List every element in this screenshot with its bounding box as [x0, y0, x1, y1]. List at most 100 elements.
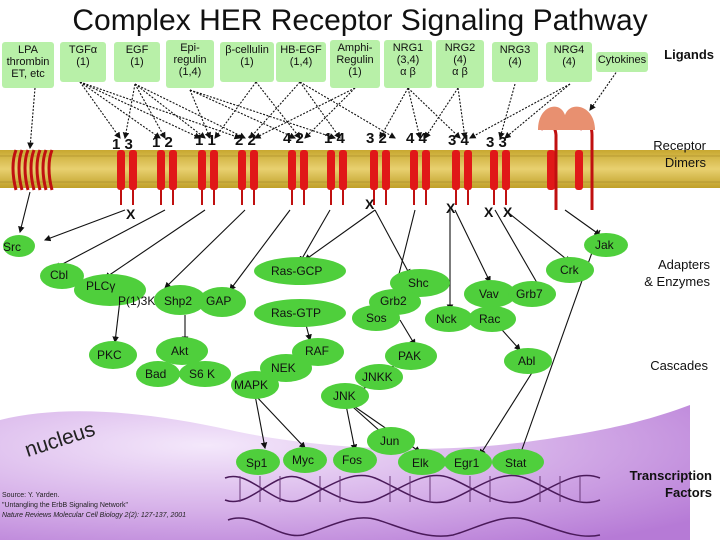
receptor-pair-1-4: 1 4	[324, 130, 345, 147]
protein-src: Src	[3, 240, 21, 254]
ligand-epiregulin: Epi- regulin (1,4)	[166, 40, 214, 88]
ligand-egf: EGF (1)	[114, 42, 160, 82]
protein-jak: Jak	[595, 238, 614, 252]
ligand-nrg3: NRG3 (4)	[492, 42, 538, 82]
label-adapters: Adapters & Enzymes	[620, 256, 710, 290]
ligand-nrg3-line1: NRG3	[499, 44, 531, 56]
ligand-nrg2-line3: α β	[452, 66, 468, 78]
protein-ovals	[3, 233, 628, 475]
receptor-pair-2-2: 2 2	[235, 132, 256, 149]
source-citation: Source: Y. Yarden. "Untangling the ErbB …	[2, 491, 186, 521]
receptor-tails	[120, 190, 507, 205]
protein-jnkk: JNKK	[362, 370, 393, 384]
protein-stat: Stat	[505, 456, 527, 470]
protein-vav: Vav	[479, 287, 499, 301]
protein-egr1: Egr1	[454, 456, 480, 470]
nucleus-region	[0, 405, 690, 540]
label-receptor-dimers: Receptor Dimers	[620, 137, 706, 171]
receptor-pair-4-4: 4 4	[406, 130, 427, 147]
protein-plcy: PLCγ	[86, 279, 116, 293]
ligand-hbegf-line1: HB-EGF	[280, 44, 322, 56]
ligand-nrg2: NRG2 (4) α β	[436, 40, 484, 88]
receptor-pair-1-2: 1 2	[152, 134, 173, 151]
gpcr-receptor	[11, 149, 54, 191]
inactive-x-4: X	[484, 204, 494, 220]
inactive-x-1: X	[126, 206, 136, 222]
ligand-lpa: LPA thrombin ET, etc	[2, 42, 54, 88]
protein-nek: NEK	[271, 361, 296, 375]
ligand-nrg2-line2: (4)	[453, 54, 467, 66]
receptor-pair-1-3: 1 3	[112, 136, 133, 153]
cytokine-receptor-head	[538, 106, 595, 130]
label-ligands: Ligands	[664, 47, 714, 62]
ligand-nrg1-line2: (3,4)	[396, 54, 420, 66]
receptor-pair-3-3: 3 3	[486, 134, 507, 151]
ligand-betacellulin-line2: (1)	[240, 56, 254, 68]
protein-crk: Crk	[560, 263, 579, 277]
protein-nck: Nck	[436, 312, 457, 326]
receptor-pair-3-2: 3 2	[366, 130, 387, 147]
protein-abl: Abl	[518, 354, 536, 368]
ligand-amphiregulin-line3: (1)	[348, 66, 362, 78]
ligand-cytokines-line1: Cytokines	[597, 54, 647, 66]
protein-rac: Rac	[479, 312, 501, 326]
receptor-pair-3-4: 3 4	[448, 132, 469, 149]
ligand-lpa-line3: ET, etc	[11, 68, 45, 80]
ligand-egf-line2: (1)	[130, 56, 144, 68]
protein-s6k: S6 K	[189, 367, 216, 381]
ligand-arrows	[27, 63, 623, 150]
ligand-betacellulin: β-cellulin (1)	[220, 42, 274, 82]
protein-shc: Shc	[408, 276, 429, 290]
inactive-x-2: X	[365, 196, 375, 212]
label-receptor-dimers-line2: Dimers	[664, 155, 706, 170]
ligand-lpa-line1: LPA	[18, 44, 38, 56]
protein-gap: GAP	[206, 294, 232, 308]
protein-sos: Sos	[366, 311, 387, 325]
ligand-nrg1: NRG1 (3,4) α β	[384, 40, 432, 88]
protein-akt: Akt	[171, 344, 189, 358]
label-adapters-line2: & Enzymes	[644, 274, 710, 289]
protein-jun: Jun	[380, 434, 400, 448]
ligand-nrg4: NRG4 (4)	[546, 42, 592, 82]
protein-pak: PAK	[398, 349, 422, 363]
protein-fos: Fos	[342, 453, 363, 467]
ligand-tgfa-line1: TGFα	[68, 44, 98, 56]
label-cascades: Cascades	[650, 358, 708, 373]
ligand-nrg2-line1: NRG2	[444, 42, 476, 54]
ligand-betacellulin-line1: β-cellulin	[225, 44, 269, 56]
source-line1: Source: Y. Yarden.	[2, 492, 60, 499]
receptor-pair-1-1: 1 1	[195, 132, 216, 149]
ligand-hbegf: HB-EGF (1,4)	[276, 42, 326, 82]
ligand-nrg4-line2: (4)	[562, 56, 576, 68]
ligand-nrg1-line3: α β	[400, 66, 416, 78]
protein-grb2: Grb2	[380, 294, 407, 308]
ligand-egf-line1: EGF	[125, 44, 149, 56]
protein-pkc: PKC	[97, 348, 122, 362]
inactive-x-5: X	[503, 204, 513, 220]
protein-shp2: Shp2	[164, 294, 193, 308]
source-line2: "Untangling the ErbB Signaling Network"	[2, 502, 128, 509]
ligand-tgfa: TGFα (1)	[60, 42, 106, 82]
protein-cbl: Cbl	[50, 268, 69, 282]
ligand-nrg1-line1: NRG1	[392, 42, 424, 54]
ligand-tgfa-line2: (1)	[76, 56, 90, 68]
ligand-epiregulin-line3: (1,4)	[178, 66, 202, 78]
protein-mapk: MAPK	[234, 378, 269, 392]
receptor-pair-4-2: 4 2	[283, 130, 304, 147]
label-receptor-dimers-line1: Receptor	[653, 138, 706, 153]
ligand-epiregulin-line1: Epi-	[180, 42, 200, 54]
ligand-amphiregulin: Amphi- Regulin (1)	[330, 40, 380, 88]
protein-bad: Bad	[145, 367, 167, 381]
label-transcription: Transcription Factors	[600, 467, 712, 501]
protein-ras-gcp: Ras-GCP	[271, 264, 323, 278]
ligand-lpa-line2: thrombin	[6, 56, 50, 68]
protein-sp1: Sp1	[246, 456, 268, 470]
ligand-nrg3-line2: (4)	[508, 56, 522, 68]
label-transcription-line1: Transcription	[629, 468, 712, 483]
ligand-amphiregulin-line1: Amphi-	[337, 42, 373, 54]
source-line3: Nature Reviews Molecular Cell Biology 2(…	[2, 512, 187, 519]
receptor-dimers	[117, 150, 583, 190]
dna-rungs	[239, 476, 581, 502]
page-title: Complex HER Receptor Signaling Pathway	[72, 4, 648, 37]
